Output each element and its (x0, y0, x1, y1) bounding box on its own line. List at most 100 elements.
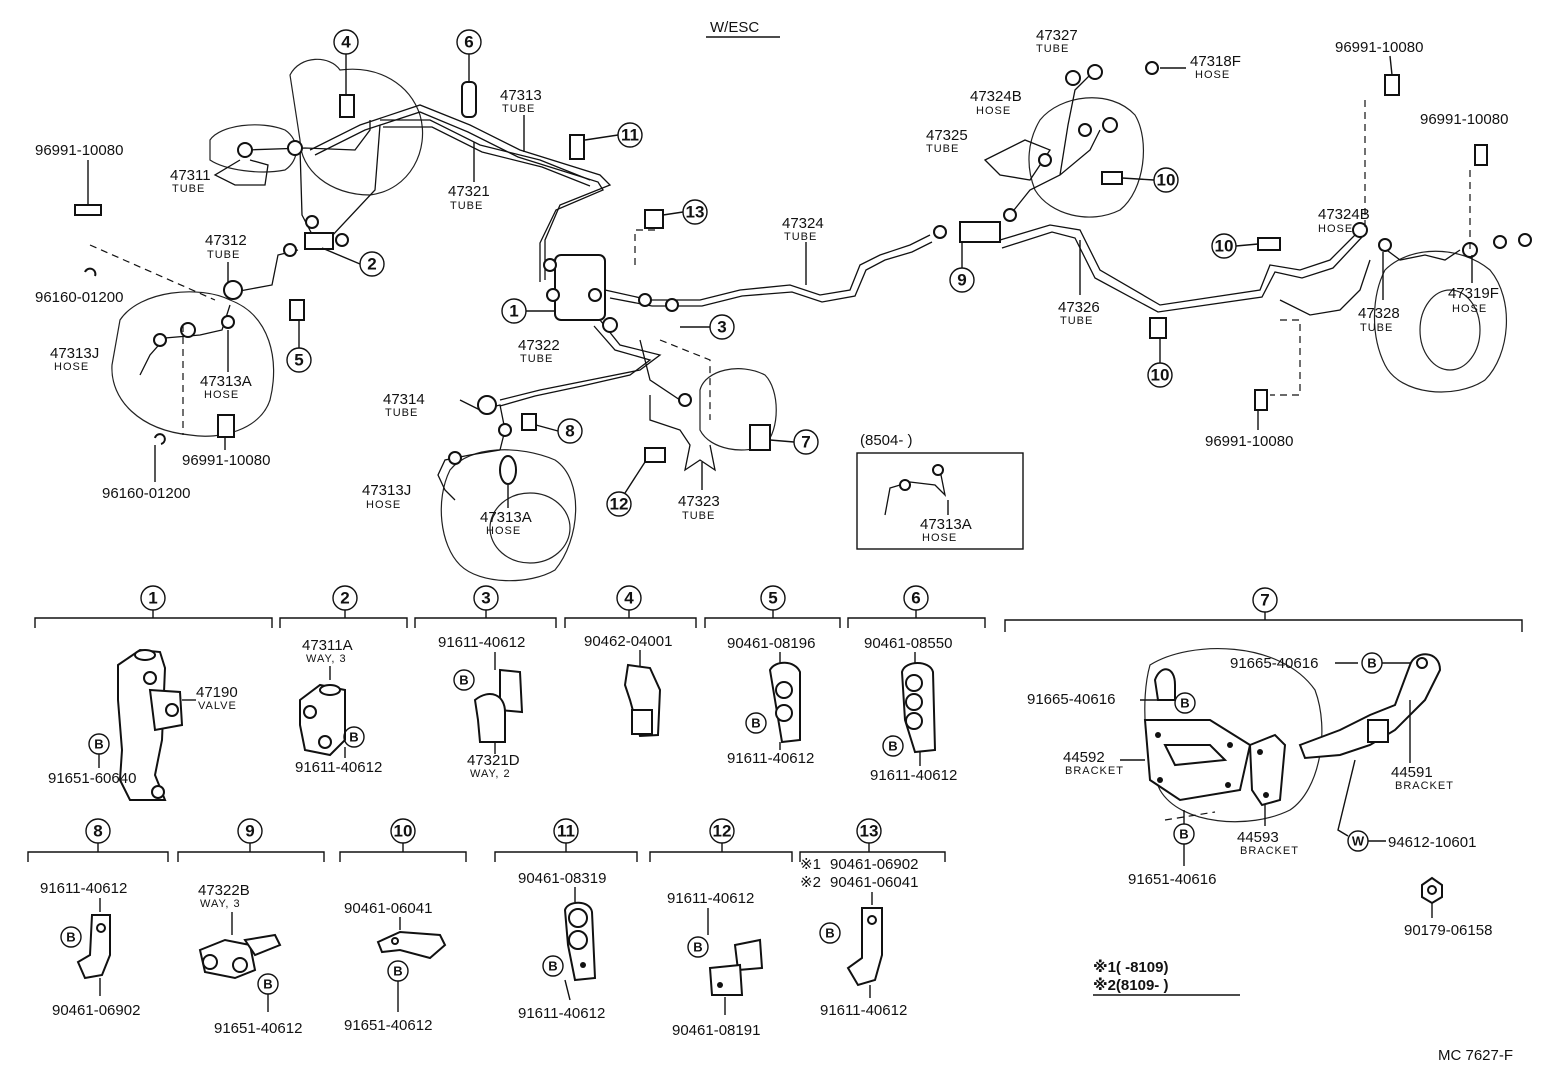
badge-b (60, 926, 82, 948)
valve-body-1 (554, 254, 606, 321)
fitting (1378, 238, 1392, 252)
section-9-way: 47322B WAY, 3 B 91651-40612 (198, 882, 302, 1037)
label-91611-40612: 91611-40612 (727, 750, 814, 767)
label-96160-01200: 96160-01200 (35, 289, 123, 306)
clip-hole (717, 982, 723, 988)
inset-box (856, 452, 1024, 550)
label-96991-10080: 96991-10080 (35, 142, 123, 159)
badge-b (819, 922, 841, 944)
clip-8 (521, 413, 537, 431)
fitting (335, 233, 349, 247)
section-num-9: 9 (237, 818, 263, 852)
fitting (477, 395, 497, 415)
callout-13: 13 (662, 199, 708, 225)
fitting (1003, 208, 1017, 222)
callout-text: 11 (621, 126, 639, 145)
callout-10-a: 10 (1121, 167, 1179, 193)
section-2-way: 47311A WAY, 3 B 91611-40612 (295, 637, 382, 776)
sub-tube: TUBE (207, 249, 240, 261)
bolt-91665 (1153, 668, 1176, 701)
clip-12-top (733, 938, 764, 972)
sub-hose: HOSE (1195, 69, 1230, 81)
sub-hose: HOSE (54, 361, 89, 373)
sub-way2: WAY, 2 (470, 768, 511, 780)
clip-6-ring (905, 693, 923, 711)
label-90461-08191: 90461-08191 (672, 1022, 760, 1039)
clip-13 (644, 209, 664, 229)
fitting (932, 464, 944, 476)
badge-b-text: B (459, 673, 468, 688)
bracket-8 (27, 851, 169, 862)
fitting (448, 451, 462, 465)
tube-47326 (999, 224, 1361, 306)
bracket-1 (34, 617, 273, 628)
fitting (223, 280, 243, 300)
sub-tube: TUBE (682, 510, 715, 522)
guide-line (659, 339, 711, 420)
tube-47325 (1009, 129, 1101, 216)
bracket-9 (177, 851, 325, 862)
callout-11: 11 (584, 122, 643, 148)
tube-47328 (1379, 244, 1461, 261)
label-47321D: 47321D (467, 752, 520, 769)
label-94612-10601: 94612-10601 (1388, 834, 1476, 851)
sub-tube: TUBE (450, 200, 483, 212)
section-10-clip: 90461-06041 B 91651-40612 (344, 900, 447, 1034)
clip-10-c (1149, 317, 1167, 339)
section-num-text: 1 (148, 589, 157, 608)
component-outlines (111, 58, 1507, 823)
bracket-2 (279, 617, 408, 628)
tube-47327 (1059, 69, 1101, 176)
badge-b-text: B (349, 730, 358, 745)
label-47313J: 47313J (50, 345, 99, 362)
bracket-stud (1367, 719, 1389, 743)
tube-fittings (74, 61, 1532, 485)
label-47313A: 47313A (200, 373, 252, 390)
clamp-hole (867, 915, 877, 925)
fitting (638, 293, 652, 307)
section-num-2: 2 (332, 585, 358, 618)
callout-10-b: 10 (1211, 233, 1259, 259)
callout-4: 4 (333, 29, 359, 95)
tube-47321-a (380, 119, 591, 181)
callout-text: 12 (610, 495, 629, 514)
bolt-hole (1155, 732, 1161, 738)
fitting (287, 140, 303, 156)
clip-12 (644, 447, 666, 463)
valve-port (143, 671, 157, 685)
label-90461-06902: 90461-06902 (52, 1002, 140, 1019)
fitting (1352, 222, 1368, 238)
label-47312: 47312 (205, 232, 247, 249)
bracket-10 (339, 851, 467, 862)
bracket-5 (704, 617, 841, 628)
leader (769, 439, 795, 443)
rear-brake-drum (440, 449, 577, 582)
section-8-clamp: 91611-40612 B 90461-06902 (40, 880, 140, 1019)
sub-bracket: BRACKET (1065, 765, 1124, 777)
fitting (498, 423, 512, 437)
booster-bracket (749, 424, 771, 451)
clip-12-bottom (708, 963, 744, 996)
section-num-13: 13 (856, 818, 882, 852)
fitting (899, 479, 911, 491)
callout-10-c: 10 (1147, 338, 1173, 388)
valve-port (151, 785, 165, 799)
callout-text: 13 (686, 203, 705, 222)
callout-text: 5 (294, 351, 303, 370)
mark-1: ※1 (800, 856, 821, 873)
section-num-text: 9 (245, 822, 254, 841)
bracket-7 (1004, 619, 1523, 632)
callout-2: 2 (321, 247, 385, 277)
label-96160-01200: 96160-01200 (102, 485, 190, 502)
badge-b-text: B (888, 739, 897, 754)
section-num-text: 10 (394, 822, 413, 841)
label-44592: 44592 (1063, 749, 1105, 766)
label-47314: 47314 (383, 391, 425, 408)
fitting (665, 298, 679, 312)
sub-hose: HOSE (366, 499, 401, 511)
sub-way3: WAY, 3 (306, 653, 347, 665)
label-47322: 47322 (518, 337, 560, 354)
label-91611-40612: 91611-40612 (438, 634, 525, 651)
brake-tube-network (139, 69, 1461, 501)
section-num-text: 4 (624, 589, 634, 608)
